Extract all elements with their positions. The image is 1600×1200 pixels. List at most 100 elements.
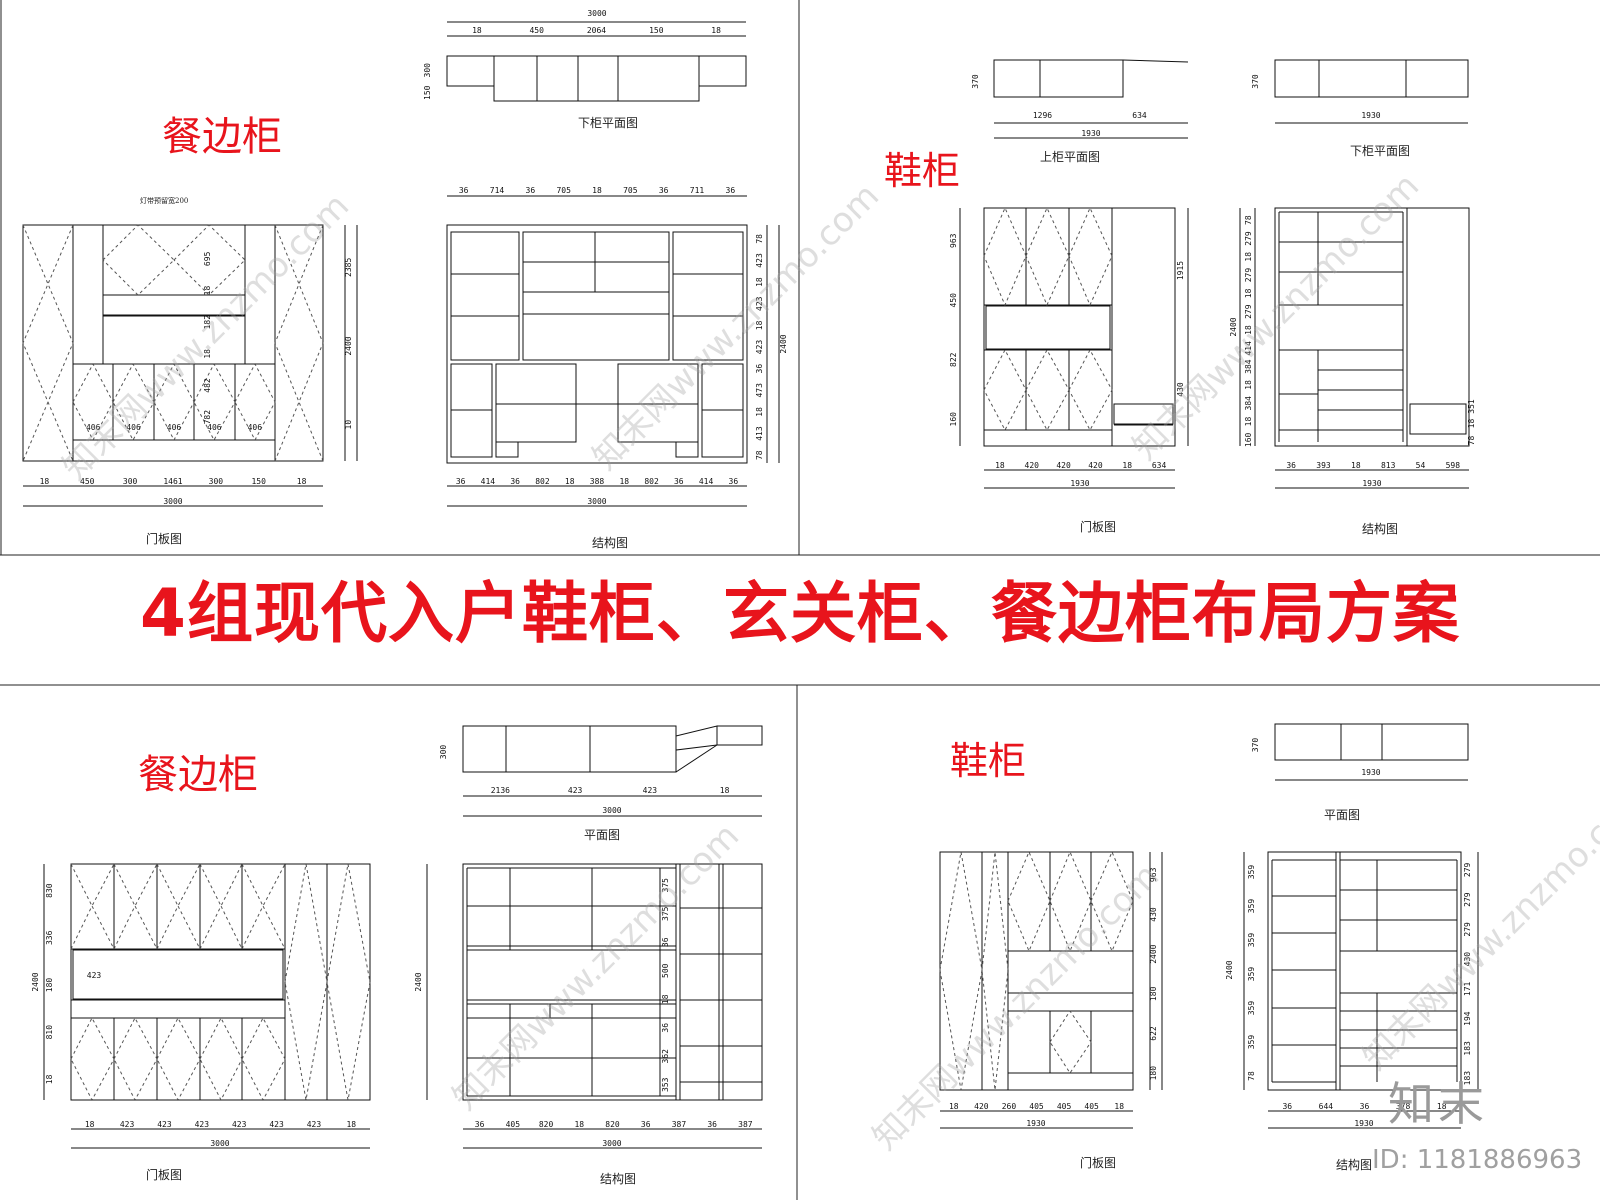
dim-label: 18 (592, 186, 602, 195)
panel-title-top-left: 餐边柜 (162, 114, 282, 160)
dim-label: 450 (529, 26, 544, 35)
dim-label: 150 (423, 85, 432, 100)
dim-label: 359 (1247, 899, 1256, 914)
caption-tr-structure: 结构图 (1362, 522, 1399, 536)
dim-label: 36 (456, 477, 466, 486)
dim-label: 300 (439, 745, 448, 760)
dim-label: 36 (729, 477, 739, 486)
tr-structure-view (1239, 207, 1470, 489)
dim-label: 414 (699, 477, 714, 486)
dim-label: 423 (307, 1120, 322, 1129)
dim-label: 430 (1149, 907, 1158, 922)
dim-label: 423 (232, 1120, 247, 1129)
dim-label: 300 (123, 477, 138, 486)
dim-label: 2400 (1149, 944, 1158, 963)
dim-label: 963 (949, 233, 958, 248)
dim-label: 359 (1247, 1035, 1256, 1050)
dim-label: 473 (755, 383, 764, 398)
dim-label: 423 (157, 1120, 172, 1129)
dim-label: 413 (755, 426, 764, 441)
dim-label: 18 (85, 1120, 95, 1129)
dim-label: 405 (1057, 1102, 1072, 1111)
caption-tr-lower-plan: 下柜平面图 (1350, 144, 1411, 158)
dim-label: 18 (40, 477, 50, 486)
dim-total: 1930 (1070, 479, 1089, 488)
dim-total: 2400 (414, 972, 423, 991)
dim-label: 406 (86, 423, 101, 432)
dim-label: 336 (45, 930, 54, 945)
dim-label: 830 (45, 883, 54, 898)
dim-total: 3000 (602, 1139, 621, 1148)
dim-label: 18 (755, 277, 764, 287)
dim-label: 18 (1467, 419, 1476, 429)
dim-label: 36 (510, 477, 520, 486)
dim-label: 406 (167, 423, 182, 432)
note-light-strip: 灯带预留宽200 (140, 197, 189, 205)
dim-label: 370 (971, 74, 980, 89)
dim-label: 18 (1351, 461, 1361, 470)
dim-label: 18 (949, 1102, 959, 1111)
dim-label: 183 (1463, 1041, 1472, 1056)
dim-total: 3000 (163, 497, 182, 506)
dim-label: 78 (1247, 1071, 1256, 1081)
dim-label: 423 (755, 253, 764, 268)
panel-title-bottom-left: 餐边柜 (138, 752, 258, 798)
dim-label: 36 (674, 477, 684, 486)
dim-label: 18 (1437, 1102, 1447, 1111)
dim-label: 695 (203, 251, 212, 266)
dim-label: 375 (661, 878, 670, 893)
dim-label: 10 (344, 420, 353, 430)
dim-label: 2385 (344, 258, 353, 277)
bl-door-view (43, 863, 371, 1149)
dim-label: 180 (1149, 986, 1158, 1001)
dim-total: 2400 (779, 334, 788, 353)
dim-label: 18 (661, 994, 670, 1004)
dim-label: 370 (1251, 74, 1260, 89)
dim-label: 36 (726, 186, 736, 195)
dim-total: 3000 (587, 497, 606, 506)
dim-label: 36 (1282, 1102, 1292, 1111)
dim-label: 405 (506, 1120, 521, 1129)
dim-label: 279 (1244, 268, 1253, 283)
dim-label: 18 (619, 477, 629, 486)
dim-label: 18 (1244, 252, 1253, 262)
dim-total: 2400 (1229, 317, 1238, 336)
dim-label: 78 (755, 234, 764, 244)
dim-label: 36 (1286, 461, 1296, 470)
dim-label: 18 (1244, 380, 1253, 390)
dim-label: 182 (203, 315, 212, 330)
dim-label: 388 (590, 477, 605, 486)
dim-label: 54 (1416, 461, 1426, 470)
dim-label: 260 (1002, 1102, 1017, 1111)
dim-label: 384 (1244, 396, 1253, 411)
dim-label: 384 (1244, 359, 1253, 374)
dim-label: 18 (1114, 1102, 1124, 1111)
dim-label: 423 (195, 1120, 210, 1129)
tl-plan-view (446, 21, 747, 102)
dim-label: 634 (1132, 111, 1147, 120)
dim-label: 430 (1176, 382, 1185, 397)
tr-plan-views (993, 59, 1469, 139)
dim-label: 300 (423, 63, 432, 78)
dim-label: 18 (1244, 417, 1253, 427)
dim-label: 2064 (587, 26, 606, 35)
dim-label: 405 (1084, 1102, 1099, 1111)
dim-label: 705 (556, 186, 571, 195)
dim-label: 36 (641, 1120, 651, 1129)
dim-label: 18 (1244, 288, 1253, 298)
dim-label: 36 (526, 186, 536, 195)
dim-label: 598 (1446, 461, 1461, 470)
dim-label: 2136 (491, 786, 510, 795)
dim-label: 36 (661, 937, 670, 947)
dim-total: 3000 (587, 9, 606, 18)
dim-label: 36 (661, 1023, 670, 1033)
dim-label: 78 (1244, 215, 1253, 225)
dim-label: 714 (490, 186, 505, 195)
dim-label: 644 (1319, 1102, 1334, 1111)
dim-label: 279 (1244, 231, 1253, 246)
dim-total: 1930 (1362, 479, 1381, 488)
dim-label: 359 (1247, 1001, 1256, 1016)
bl-structure-view (426, 863, 763, 1149)
dim-label: 406 (126, 423, 141, 432)
